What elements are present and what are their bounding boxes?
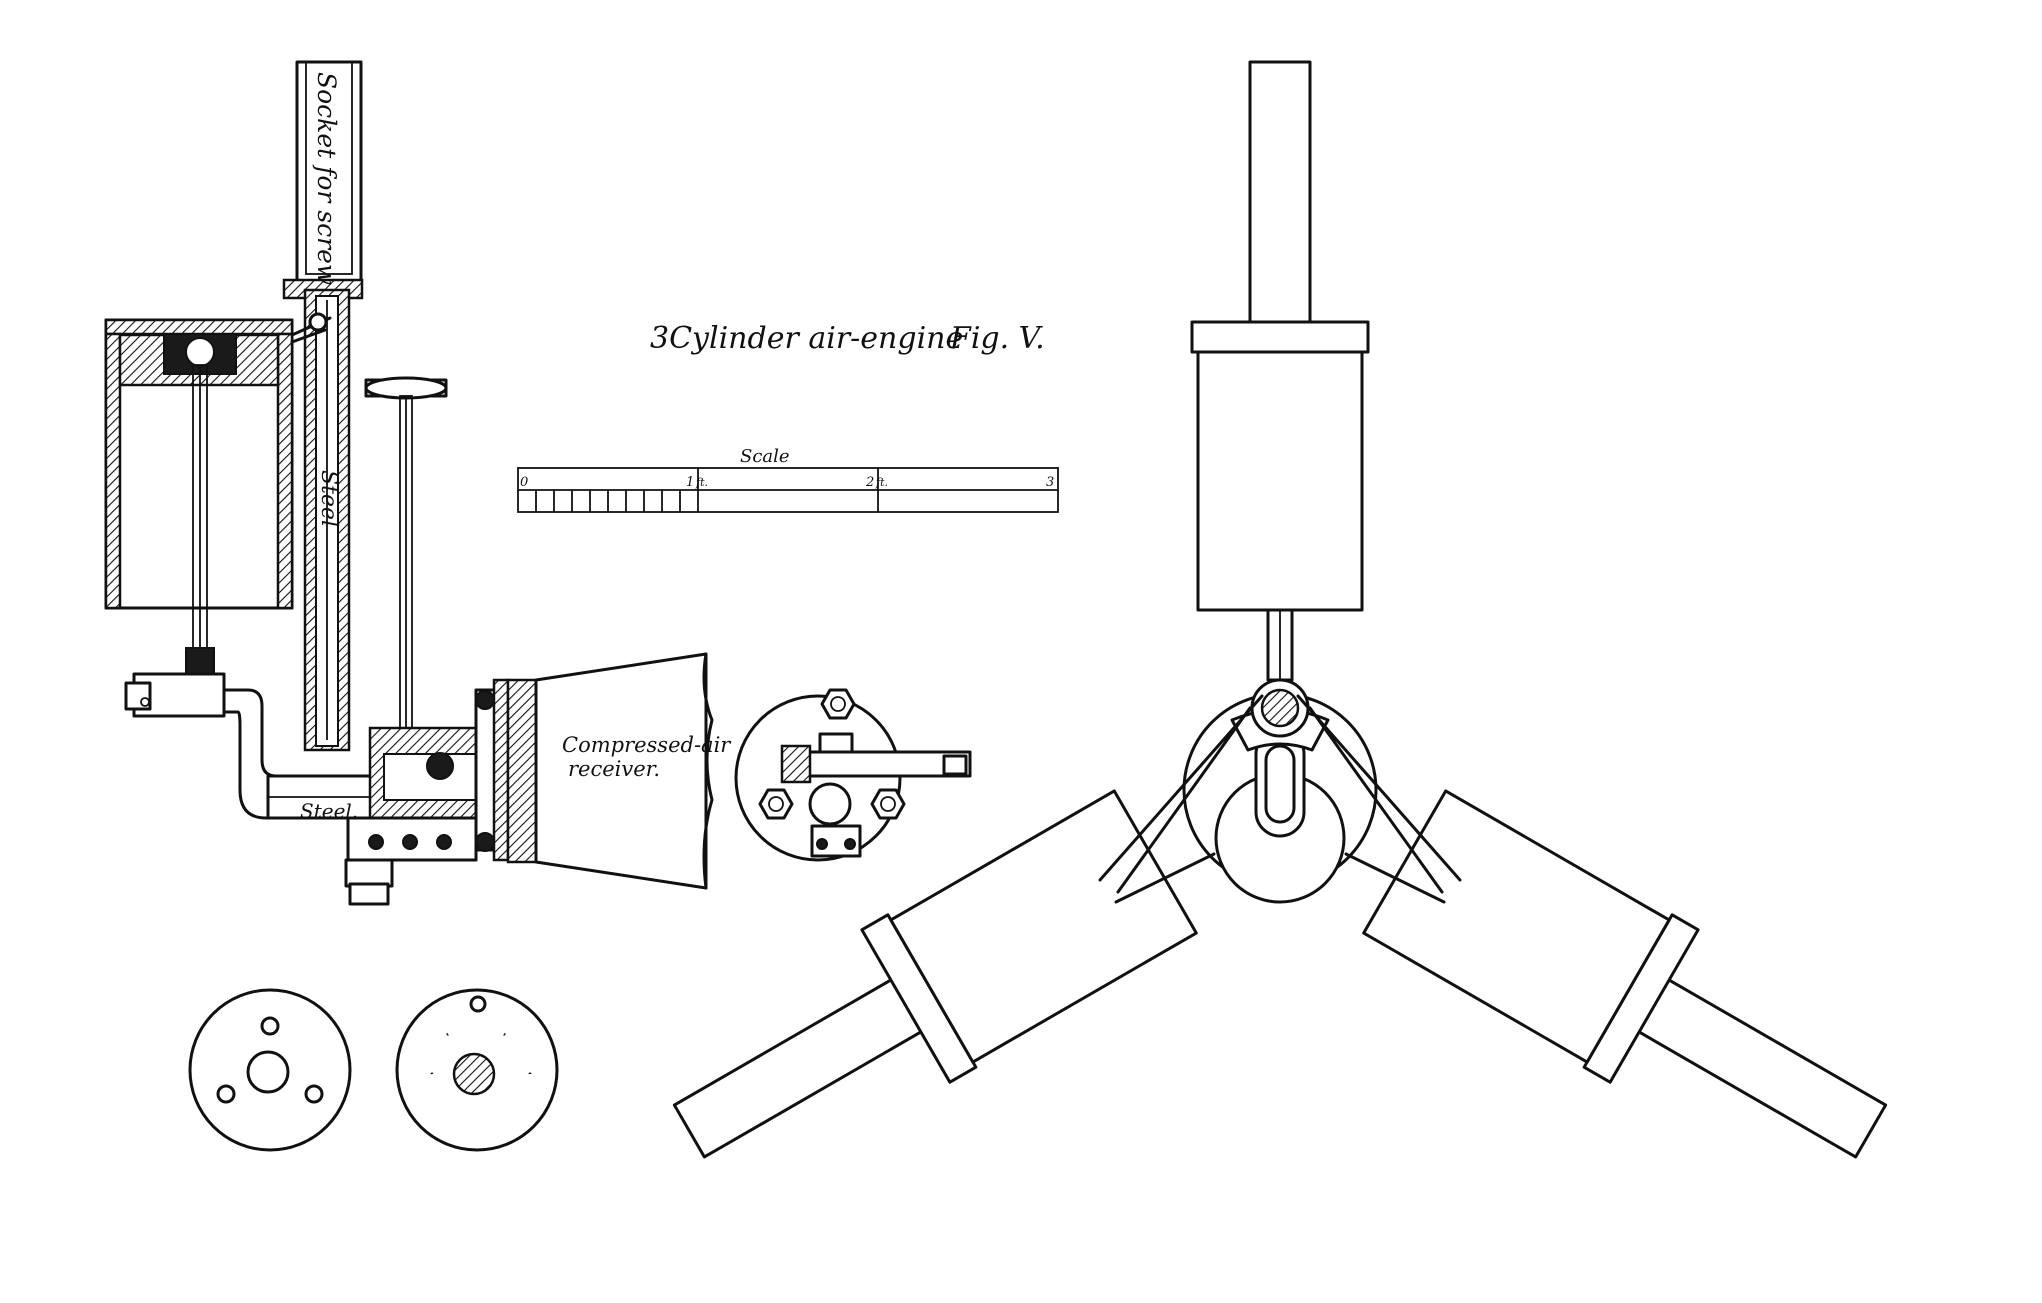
cylinder-section — [104, 312, 332, 610]
sectional-elevation: Socket for screw blade Steel — [104, 60, 732, 906]
cylinder-top — [1190, 60, 1370, 612]
scale-bar: Scale 0 1 ft. 2 ft. 3 — [517, 446, 1059, 513]
three-cylinder-plan — [672, 60, 1888, 1159]
scale-tick-3: 3 — [1046, 475, 1054, 490]
figure-label: Fig. V. — [949, 321, 1045, 356]
receiver-label-2: receiver. — [568, 757, 660, 781]
scale-unit-1: ft. — [695, 476, 708, 489]
valve-stem — [364, 376, 448, 767]
scale-tick-0: 0 — [520, 475, 528, 490]
receiver-label-1: Compressed-air — [562, 733, 732, 757]
socket-tube — [282, 60, 364, 300]
cylinder-lower-right — [672, 789, 1198, 1159]
crank-hub — [1182, 608, 1378, 904]
steel-vertical-label: Steel — [316, 470, 341, 527]
valve-chest — [344, 678, 524, 906]
valve-face-detail — [734, 688, 972, 862]
scale-tick-1: 1 — [686, 475, 694, 490]
steel-vertical-tube — [303, 288, 351, 752]
disc-right — [395, 988, 559, 1152]
figure-title: 3Cylinder air-engine — [650, 321, 963, 356]
cylinder-lower-left — [1362, 789, 1888, 1159]
air-receiver — [506, 652, 714, 890]
scale-unit-2: ft. — [875, 476, 888, 489]
disc-left — [188, 988, 352, 1152]
scale-tick-2: 2 — [865, 475, 874, 490]
scale-title: Scale — [740, 446, 790, 467]
tie-rods — [1098, 694, 1462, 904]
